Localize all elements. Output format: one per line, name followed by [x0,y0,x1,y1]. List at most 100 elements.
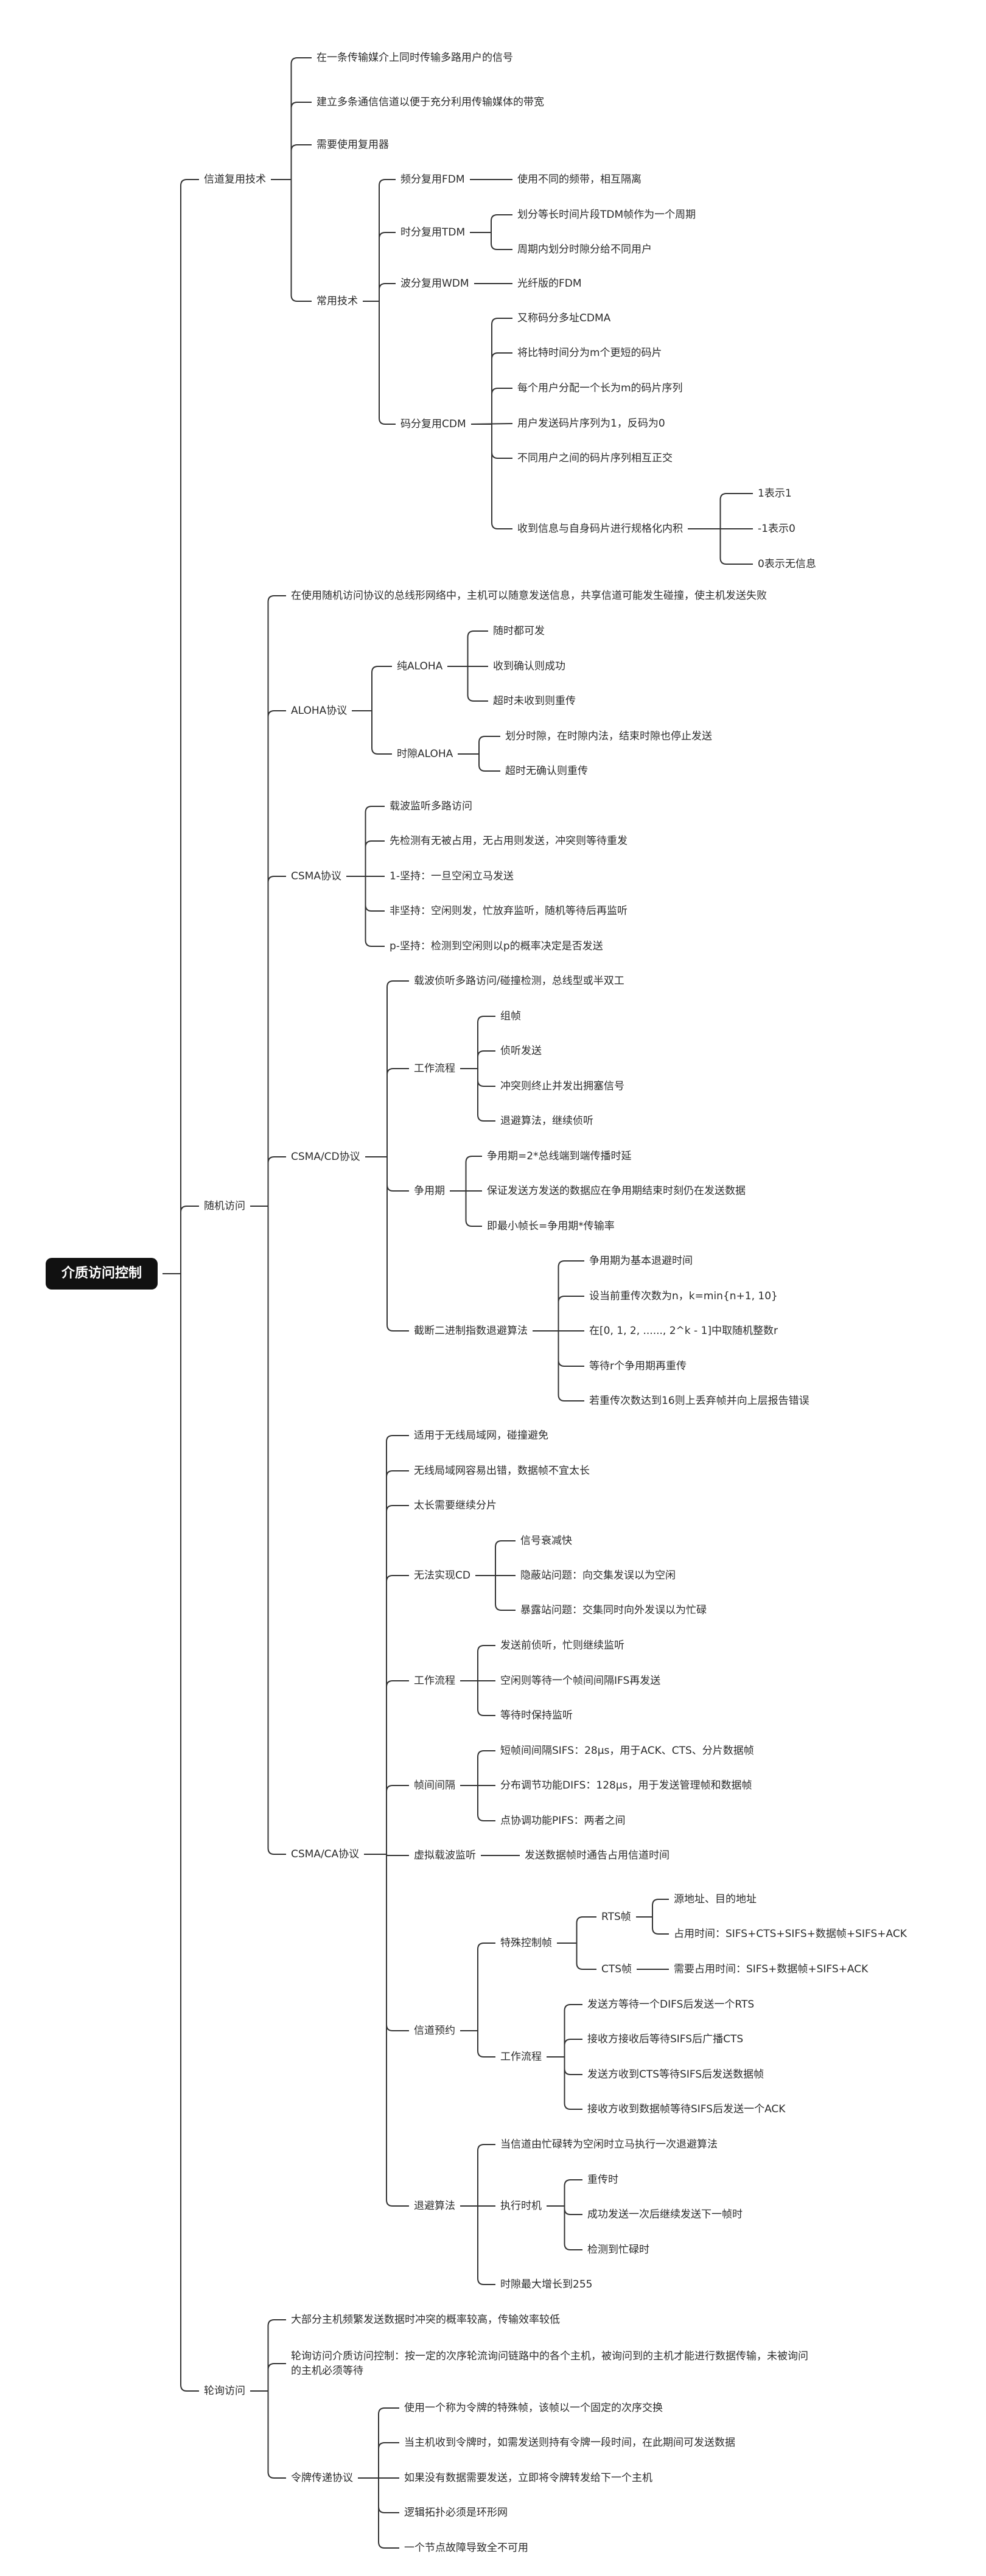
mindmap-node-1-4: CSMA/CA协议 [291,1848,360,1860]
mindmap-node-2-2-1: 当主机收到令牌时，如需发送则持有令牌一段时间，在此期间可发送数据 [404,2437,735,2449]
edge-0-3-3-1 [471,352,512,425]
mindmap-node-0-3-2: 波分复用WDM [400,277,469,290]
mindmap-node-1-3-1-0: 组帧 [500,1010,521,1022]
edge-1-4-8-2 [460,2205,495,2285]
edge-1-2-1 [346,840,385,877]
mindmap-node-1-4-2: 太长需要继续分片 [414,1499,497,1512]
mindmap-node-0-2: 需要使用复用器 [316,139,389,151]
mindmap-node-1-4-7-0-0-1: 占用时间：SIFS+CTS+SIFS+数据帧+SIFS+ACK [674,1928,907,1940]
edge-0-3-0 [363,179,396,302]
edge-1-2 [250,876,286,1207]
mindmap-node-0-3: 常用技术 [316,295,358,307]
edge-2-1 [250,2363,286,2392]
edge-1-2-4 [346,876,385,947]
mindmap-node-1-4-7-0-1: CTS帧 [601,1963,632,1975]
edge-1-3-2-0 [450,1156,482,1192]
mindmap-node-1-1-0-2: 超时未收到则重传 [493,695,576,707]
edge-1-3-3-0 [533,1260,584,1332]
edge-1-4-8 [364,1854,409,2207]
mindmap-node-1-4-5-2: 点协调功能PIFS：两者之间 [500,1815,626,1827]
mindmap-node-0-3-3-1: 将比特时间分为m个更短的码片 [517,347,662,359]
mindmap-node-0-1: 建立多条通信信道以便于充分利用传输媒体的带宽 [316,96,544,108]
mindmap-node-1-3-2-0: 争用期=2*总线端到端传播时延 [487,1150,632,1162]
mindmap-node-1-4-4-1: 空闲则等待一个帧间间隔IFS再发送 [500,1675,661,1687]
edge-1-4-2 [364,1505,409,1855]
edge-1-3-3-1 [533,1296,584,1332]
edge-1-3 [250,1156,286,1207]
edge-1-4-5-2 [460,1785,495,1821]
edge-1-4-0 [364,1435,409,1855]
edge-0 [163,179,199,1274]
edge-1-3-3 [365,1156,409,1332]
edge-0-3-2 [363,283,396,302]
mindmap-node-1-2-2: 1-坚持：一旦空闲立马发送 [390,870,514,882]
edge-2-2-4 [358,2477,399,2549]
edge-0-3-1-1 [470,232,512,250]
edge-0-2 [271,144,312,180]
mindmap-node-1-4-8-1: 执行时机 [500,2200,542,2212]
mindmap-node-1-4-7-0-0-0: 源地址、目的地址 [674,1893,757,1905]
mindmap-node-1-4-7-1-2: 发送方收到CTS等待SIFS后发送数据帧 [587,2068,764,2081]
mindmap-node-1-4-3-1: 隐蔽站问题：向交集发误以为空闲 [520,1569,676,1582]
edge-1-4-7-1-1 [547,2039,582,2058]
mindmap-node-1-1-1: 时隙ALOHA [397,748,453,760]
mindmap-node-1-4-8-0: 当信道由忙碌转为空闲时立马执行一次退避算法 [500,2138,718,2151]
mindmap-node-1-4-5-0: 短帧间间隔SIFS：28μs，用于ACK、CTS、分片数据帧 [500,1745,754,1757]
mindmap-node-0-3-3-5-2: 0表示无信息 [758,558,816,570]
mindmap-node-0-3-3-0: 又称码分多址CDMA [517,312,611,324]
mindmap-node-1-4-8: 退避算法 [414,2200,455,2212]
mindmap-node-1-3-1-1: 侦听发送 [500,1045,542,1057]
mindmap-node-1-4-7-1-1: 接收方接收后等待SIFS后广播CTS [587,2033,744,2045]
edge-0-3-3-2 [471,388,512,425]
mindmap-node-1-4-5: 帧间间隔 [414,1779,455,1792]
mindmap-node-0-3-3-2: 每个用户分配一个长为m的码片序列 [517,382,683,394]
mindmap-node-0-3-3-5-1: -1表示0 [758,523,795,535]
mindmap-node-0-3-2-0: 光纤版的FDM [517,277,582,290]
edge-1-3-1-3 [460,1068,495,1122]
edge-1-4-3-0 [475,1540,516,1576]
mindmap-node-2-2-2: 如果没有数据需要发送，立即将令牌转发给下一个主机 [404,2472,652,2484]
mindmap-node-1-3-3-4: 若重传次数达到16则上丢弃帧并向上层报告错误 [589,1395,809,1407]
mindmap-node-1-1-0: 纯ALOHA [397,660,443,672]
mindmap-node-1-4-3-2: 暴露站问题：交集同时向外发误以为忙碌 [520,1604,707,1616]
mindmap-node-1-4-7-1: 工作流程 [500,2051,542,2063]
mindmap-node-1-4-8-1-1: 成功发送一次后继续发送下一帧时 [587,2208,743,2221]
mindmap-node-1-4-7-1-0: 发送方等待一个DIFS后发送一个RTS [587,1998,755,2011]
mindmap-node-1: 随机访问 [204,1200,245,1212]
edge-2-2-1 [358,2442,399,2479]
edge-1-4-7-0-1 [557,1942,596,1970]
edge-0-3-1 [363,232,396,302]
mindmap-node-1-3-1-3: 退避算法，继续侦听 [500,1115,593,1127]
edge-1-4-7-0-0-1 [636,1916,669,1935]
edge-1-4-4 [364,1680,409,1855]
edge-1-1-1-0 [458,736,500,755]
mindmap-node-1-4-8-1-2: 检测到忙碌时 [587,2244,649,2256]
mindmap-node-0-3-3-3: 用户发送码片序列为1，反码为0 [517,417,665,430]
edge-1 [163,1206,199,1274]
edge-1-4-8-0 [460,2144,495,2207]
mindmap-node-1-4-5-1: 分布调节功能DIFS：128μs，用于发送管理帧和数据帧 [500,1779,752,1792]
mindmap-node-1-4-7-1-3: 接收方收到数据帧等待SIFS后发送一个ACK [587,2103,786,2115]
mindmap-node-1-4-7: 信道预约 [414,2025,455,2037]
edge-2 [163,1273,199,2392]
mindmap-node-1-4-8-1-0: 重传时 [587,2174,618,2186]
mindmap-node-1-2-1: 先检测有无被占用，无占用则发送，冲突则等待重发 [390,835,628,847]
mindmap-node-2-2-4: 一个节点故障导致全不可用 [404,2542,528,2554]
edge-1-4-7-1-0 [547,2004,582,2058]
mindmap-node-1-4-6-0: 发送数据帧时通告占用信道时间 [525,1849,670,1862]
edge-0-0 [271,57,312,180]
mindmap-node-1-2-3: 非坚持：空闲则发，忙放弃监听，随机等待后再监听 [390,905,628,917]
mindmap-node-0-3-1-1: 周期内划分时隙分给不同用户 [517,243,652,256]
mindmap-node-2: 轮询访问 [204,2385,245,2397]
mindmap-node-1-3-3-1: 设当前重传次数为n，k=min{n+1, 10} [589,1290,778,1302]
mindmap-node-1-3-2-2: 即最小帧长=争用期*传输率 [487,1220,615,1232]
edge-1-3-3-4 [533,1330,584,1401]
mindmap-node-1-4-3-0: 信号衰减快 [520,1535,572,1547]
mindmap-node-0-3-3-5-0: 1表示1 [758,487,792,500]
edge-1-4-1 [364,1470,409,1855]
edge-0-3-3 [363,301,396,425]
mindmap-node-2-2-0: 使用一个称为令牌的特殊帧，该帧以一个固定的次序交换 [404,2402,663,2414]
edge-1-4-7-0-0-0 [636,1899,669,1918]
edge-1-3-2-2 [450,1190,482,1227]
mindmap-node-0-3-3-4: 不同用户之间的码片序列相互正交 [517,452,673,464]
